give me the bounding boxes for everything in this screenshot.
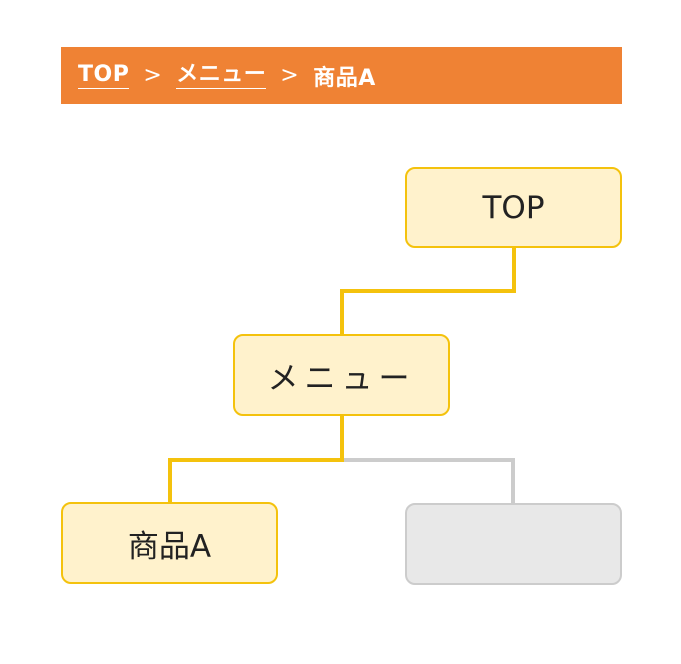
node-empty-placeholder (405, 503, 622, 585)
node-product-a: 商品A (61, 502, 278, 584)
breadcrumb-separator: > (143, 63, 163, 88)
breadcrumb-current-page: 商品A (313, 65, 376, 91)
connector-menu-to-product-a (168, 416, 344, 502)
breadcrumb-link-menu[interactable]: メニュー (176, 61, 267, 89)
node-menu: メニュー (233, 334, 450, 416)
breadcrumb-link-top[interactable]: TOP (78, 61, 130, 89)
breadcrumb-separator: > (280, 63, 300, 88)
connector-top-to-menu (340, 248, 516, 334)
breadcrumb: TOP > メニュー > 商品A (61, 47, 622, 104)
node-top: TOP (405, 167, 622, 248)
connector-menu-to-empty (342, 458, 515, 503)
